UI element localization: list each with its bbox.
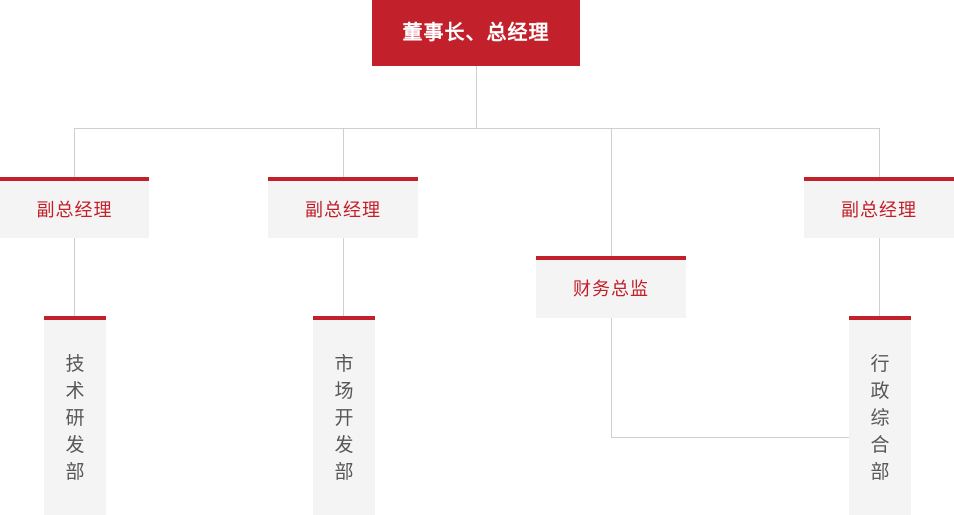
- connector-bus-to-cfo: [611, 128, 612, 256]
- node-vice-general-manager-2[interactable]: 副总经理: [268, 177, 418, 238]
- node-department-rnd[interactable]: 技术研发部: [44, 316, 106, 515]
- connector-bus-horizontal: [74, 128, 880, 129]
- node-label: 副总经理: [36, 199, 113, 220]
- node-department-admin[interactable]: 行政综合部: [849, 316, 911, 515]
- connector-bus-to-vp3: [879, 128, 880, 177]
- connector-vp3-to-admin: [879, 238, 880, 316]
- connector-vp1-to-rnd: [74, 238, 75, 316]
- node-chairman-general-manager[interactable]: 董事长、总经理: [372, 0, 580, 66]
- connector-bus-to-vp2: [343, 128, 344, 177]
- node-vice-general-manager-3[interactable]: 副总经理: [804, 177, 954, 238]
- connector-vp2-to-mkt: [343, 238, 344, 316]
- connector-root-stem: [476, 66, 477, 128]
- node-vice-general-manager-1[interactable]: 副总经理: [0, 177, 149, 238]
- node-label: 董事长、总经理: [402, 22, 550, 44]
- connector-bus-to-vp1: [74, 128, 75, 177]
- node-department-market[interactable]: 市场开发部: [313, 316, 375, 515]
- node-label: 行政综合部: [870, 354, 890, 483]
- connector-cfo-stem-down: [611, 318, 612, 437]
- node-label: 技术研发部: [65, 354, 85, 483]
- connector-cfo-elbow-right: [611, 437, 879, 438]
- node-label: 财务总监: [573, 279, 649, 299]
- node-label: 副总经理: [305, 199, 381, 220]
- node-cfo[interactable]: 财务总监: [536, 256, 686, 318]
- node-label: 市场开发部: [334, 354, 354, 483]
- node-label: 副总经理: [841, 199, 917, 220]
